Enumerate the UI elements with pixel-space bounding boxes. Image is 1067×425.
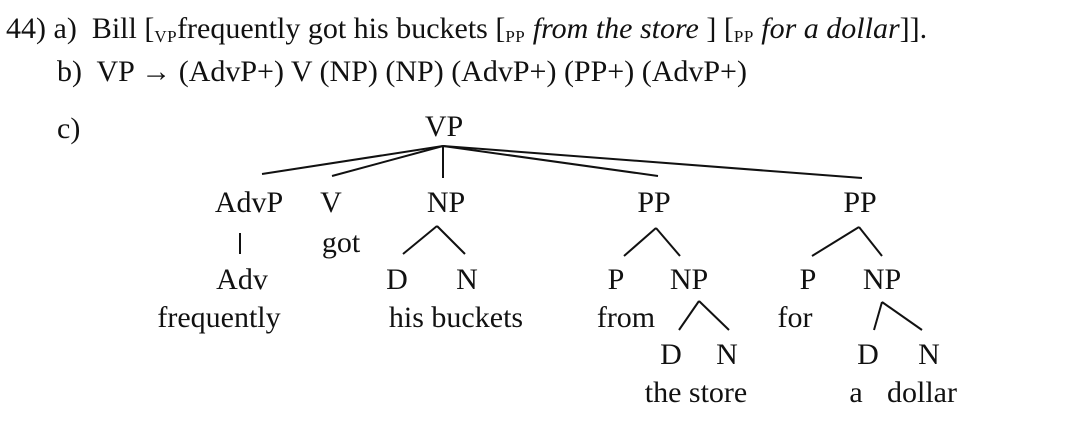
branch-np-d [402,225,438,255]
pp2-subscript: PP [733,27,754,46]
node-pp2-np-n: N [918,338,940,371]
node-np-d: D [386,263,408,296]
phrase-structure-rule: VP → (AdvP+) V (NP) (NP) (AdvP+) (PP+) (… [96,55,747,88]
open-pp1-bracket: [ [495,12,506,45]
close-brackets: ]]. [899,12,928,45]
word-a: a [849,376,862,409]
branch-vp-advp [261,145,444,175]
branch-pp1np-n [698,300,730,331]
close-pp1-bracket: ] [698,12,717,45]
branch-pp2-np [858,226,883,257]
word-from: from [597,301,655,334]
node-pp2-np-d: D [857,338,879,371]
item-letter-a: a) [53,12,77,45]
node-np: NP [427,186,465,219]
branch-pp1np-d [678,300,700,331]
node-vp-root: VP [425,110,463,143]
adverb-verb-object: frequently got his buckets [177,12,488,45]
word-for: for [778,301,813,334]
words-his-buckets: his buckets [389,301,523,334]
branch-pp2np-n [881,301,923,331]
example-number: 44) [6,12,46,45]
branch-pp2-p [811,226,860,257]
tree-branches [239,145,923,331]
node-advp: AdvP [215,186,283,219]
example-line-c: c) [57,112,80,146]
node-pp1-np-n: N [716,338,738,371]
node-pp2-p: P [800,263,817,296]
word-got: got [322,226,361,259]
example-line-b: b) VP → (AdvP+) V (NP) (NP) (AdvP+) (PP+… [57,55,747,89]
item-letter-b: b) [57,55,82,88]
word-frequently: frequently [157,301,280,334]
branch-pp1-p [623,227,657,257]
word-dollar: dollar [887,376,957,409]
node-pp1-np: NP [670,263,708,296]
branch-vp-pp2 [442,145,863,179]
item-letter-c: c) [57,112,81,145]
tree-labels: VP AdvP V NP PP PP got Adv frequently D … [157,110,957,409]
node-np-n: N [456,263,478,296]
branch-vp-pp1 [442,145,659,177]
example-line-a: 44) a) Bill [VPfrequently got his bucket… [6,12,927,54]
pp1-text: from the store [532,12,699,45]
words-the-store: the store [645,376,747,409]
node-v: V [320,186,342,219]
node-pp1-p: P [608,263,625,296]
pp2-text: for a dollar [761,12,900,45]
branch-vp-v [331,145,444,177]
vp-subscript: VP [154,27,178,46]
branch-pp2np-d [873,301,883,331]
open-pp2-bracket: [ [723,12,734,45]
branch-np-n [436,225,466,255]
pp1-subscript: PP [505,27,526,46]
node-pp2-np: NP [863,263,901,296]
node-pp2: PP [843,186,876,219]
branch-pp1-np [655,227,681,257]
open-vp-bracket: [ [144,12,155,45]
node-pp1: PP [637,186,670,219]
subject: Bill [91,12,137,45]
node-adv: Adv [216,263,268,296]
node-pp1-np-d: D [660,338,682,371]
